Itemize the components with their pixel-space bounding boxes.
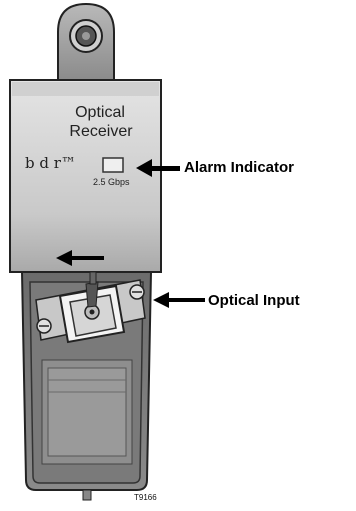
alarm-led (102, 157, 124, 173)
mounting-tab (57, 2, 115, 83)
data-rate-label: 2.5 Gbps (93, 177, 130, 187)
alarm-indicator-arrow (136, 159, 180, 177)
figure-id: T9166 (134, 493, 157, 502)
brand-logo: b d r™ (25, 154, 76, 172)
optical-input-label: Optical Input (208, 292, 300, 309)
bottom-pin (82, 489, 92, 501)
optical-input-connector (35, 271, 146, 344)
module-title-line2: Receiver (69, 123, 133, 140)
module-title-line1: Optical (75, 104, 125, 121)
optical-input-arrow (153, 292, 205, 308)
alarm-indicator-label: Alarm Indicator (184, 159, 295, 176)
faceplate-arrow (56, 250, 104, 266)
